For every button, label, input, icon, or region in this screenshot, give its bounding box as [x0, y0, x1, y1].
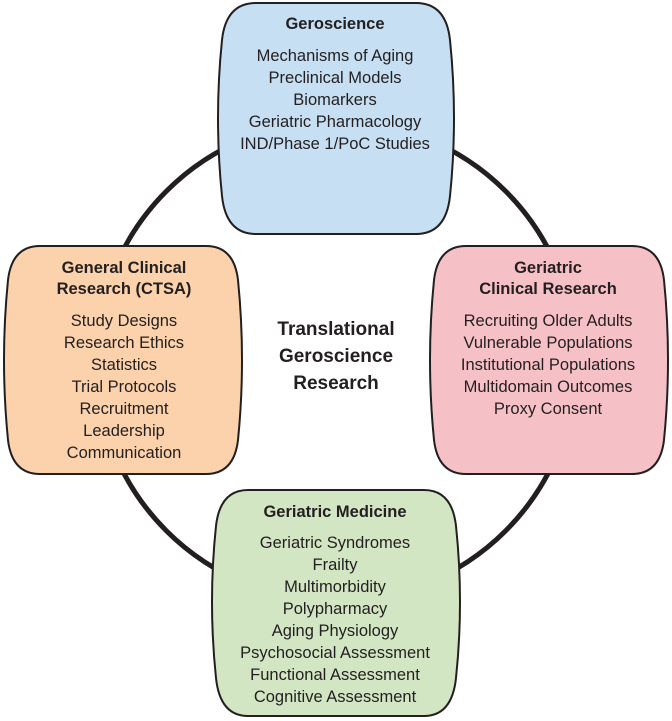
- list-item: Functional Assessment: [250, 666, 420, 684]
- general-clinical-shape: [3, 245, 243, 475]
- list-item: Leadership: [83, 422, 165, 440]
- list-item: Preclinical Models: [268, 69, 402, 87]
- list-item: Psychosocial Assessment: [240, 644, 430, 662]
- geriatric-clinical-title-line: Clinical Research: [479, 280, 617, 298]
- center-title-line: Translational: [277, 319, 395, 340]
- list-item: Statistics: [90, 356, 158, 374]
- list-item: Multimorbidity: [284, 578, 386, 596]
- list-item: Communication: [66, 444, 182, 462]
- general-clinical-title: General Clinical Research (CTSA): [8, 258, 240, 300]
- center-title: Translational Geroscience Research: [236, 316, 436, 397]
- general-clinical-box: General Clinical Research (CTSA) Study D…: [8, 258, 240, 464]
- list-item: IND/Phase 1/PoC Studies: [240, 135, 430, 153]
- geriatric-medicine-title: Geriatric Medicine: [263, 503, 407, 521]
- list-item: Institutional Populations: [460, 356, 636, 374]
- list-item: Trial Protocols: [71, 378, 177, 396]
- general-clinical-items: Study Designs Research Ethics Statistics…: [8, 310, 240, 464]
- list-item: Geriatric Syndromes: [259, 534, 411, 552]
- list-item: Aging Physiology: [271, 622, 399, 640]
- list-item: Research Ethics: [63, 334, 185, 352]
- list-item: Multidomain Outcomes: [463, 378, 633, 396]
- list-item: Proxy Consent: [493, 400, 603, 418]
- list-item: Recruiting Older Adults: [463, 312, 633, 330]
- geriatric-clinical-title-line: Geriatric: [514, 259, 582, 277]
- list-item: Geriatric Pharmacology: [248, 113, 422, 131]
- list-item: Vulnerable Populations: [463, 334, 633, 352]
- list-item: Recruitment: [79, 400, 169, 418]
- geriatric-clinical-title: Geriatric Clinical Research: [432, 258, 664, 300]
- geroscience-shape: [217, 2, 455, 235]
- general-clinical-title-line: General Clinical: [61, 259, 187, 277]
- center-title-line: Geroscience: [278, 346, 394, 367]
- geriatric-medicine-shape: [211, 489, 461, 717]
- list-item: Study Designs: [70, 312, 178, 330]
- geriatric-medicine-items: Geriatric Syndromes Frailty Multimorbidi…: [214, 532, 456, 708]
- geriatric-clinical-shape: [429, 245, 669, 475]
- center-title-line: Research: [293, 373, 379, 394]
- geriatric-clinical-items: Recruiting Older Adults Vulnerable Popul…: [432, 310, 664, 420]
- general-clinical-title-line: Research (CTSA): [56, 280, 192, 298]
- list-item: Cognitive Assessment: [253, 688, 417, 706]
- list-item: Biomarkers: [293, 91, 377, 109]
- geriatric-medicine-box: Geriatric Medicine Geriatric Syndromes F…: [214, 502, 456, 708]
- list-item: Frailty: [312, 556, 358, 574]
- list-item: Polypharmacy: [282, 600, 388, 618]
- geroscience-title: Geroscience: [285, 15, 385, 33]
- geroscience-box: Geroscience Mechanisms of Aging Preclini…: [220, 14, 450, 155]
- geroscience-items: Mechanisms of Aging Preclinical Models B…: [220, 45, 450, 155]
- geriatric-clinical-box: Geriatric Clinical Research Recruiting O…: [432, 258, 664, 420]
- list-item: Mechanisms of Aging: [256, 47, 414, 65]
